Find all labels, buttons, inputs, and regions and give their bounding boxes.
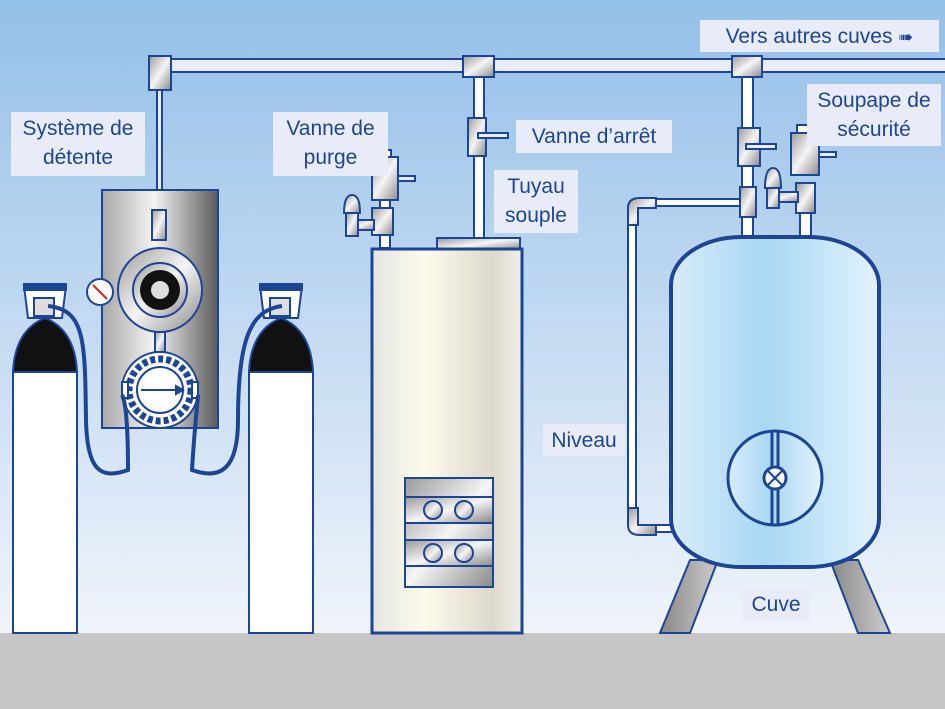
manhole-icon (726, 429, 824, 527)
shutoff-valve-icon (467, 117, 509, 157)
label-tank: Cuve (742, 588, 810, 620)
regulator-system (86, 189, 219, 429)
label-shutoff-valve: Vanne d’arrêt (516, 120, 672, 153)
arrow-right-icon: ➠ (898, 27, 914, 48)
gas-cylinder-right (189, 283, 315, 634)
main-tank (658, 235, 892, 634)
label-safety-valve: Soupape de sécurité (807, 84, 941, 146)
label-level: Niveau (543, 424, 625, 456)
middle-tank (370, 237, 524, 635)
label-regulator: Système de détente (11, 112, 145, 176)
gas-cylinder-left (11, 283, 131, 634)
label-purge-valve: Vanne de purge (273, 112, 388, 176)
pressure-gauge-icon (86, 278, 114, 306)
pipe-fitting (462, 55, 495, 78)
flow-dial-icon (121, 351, 199, 429)
elbow-fitting (627, 507, 657, 536)
elbow-fitting (627, 197, 657, 226)
ground (0, 633, 945, 709)
label-hose: Tuyau souple (494, 170, 578, 233)
pipe-fitting (731, 55, 763, 78)
label-other-tanks-text: Vers autres cuves (725, 25, 893, 48)
label-other-tanks: Vers autres cuves ➠ (700, 20, 939, 52)
pipe-fitting (148, 55, 172, 91)
